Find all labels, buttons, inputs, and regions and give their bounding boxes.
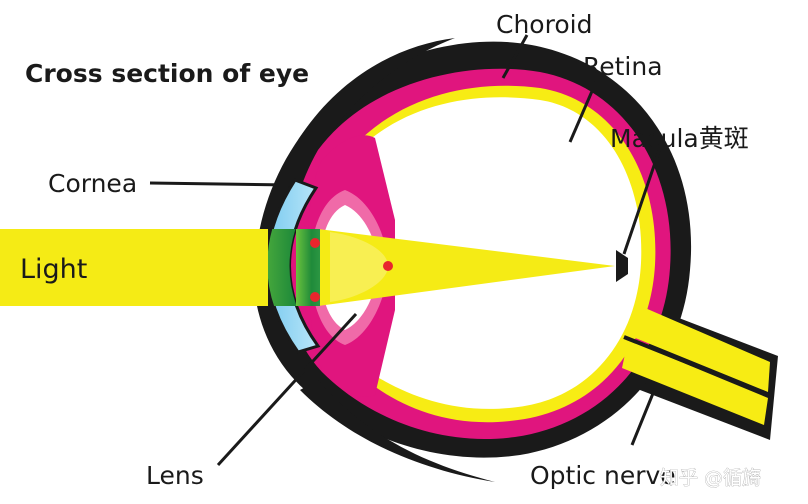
- upper-lid-arc: [298, 38, 455, 150]
- label-macula: Macula黄斑: [610, 124, 749, 153]
- diagram-title: Cross section of eye: [25, 59, 309, 88]
- label-lens: Lens: [146, 461, 204, 490]
- label-cornea: Cornea: [48, 169, 137, 198]
- iris-spot-lower: [310, 292, 320, 302]
- leader-lens: [216, 312, 358, 467]
- leader-cornea: [149, 181, 292, 187]
- leader-optic-nerve: [630, 385, 658, 446]
- lower-lid-arc: [300, 380, 495, 482]
- macula-marker: [616, 250, 628, 282]
- label-choroid: Choroid: [496, 10, 592, 39]
- lens-beam-overlay: [330, 232, 388, 302]
- light-beam-cone: [318, 229, 615, 306]
- label-optic-nerve: Optic nerve: [530, 461, 676, 490]
- label-light: Light: [20, 254, 87, 285]
- label-retina: Retina: [583, 52, 663, 81]
- optic-nerve-fibers-lower: [622, 340, 768, 425]
- watermark-text: 知乎 @循旖: [660, 467, 761, 489]
- iris-spot-upper: [310, 238, 320, 248]
- leader-macula: [622, 147, 662, 255]
- leader-retina: [568, 81, 598, 143]
- lens-edge-spot: [383, 261, 393, 271]
- leader-choroid: [501, 34, 529, 79]
- light-beam-rect: [0, 229, 268, 306]
- optic-nerve-divider: [623, 335, 770, 397]
- optic-nerve-fibers: [622, 298, 770, 392]
